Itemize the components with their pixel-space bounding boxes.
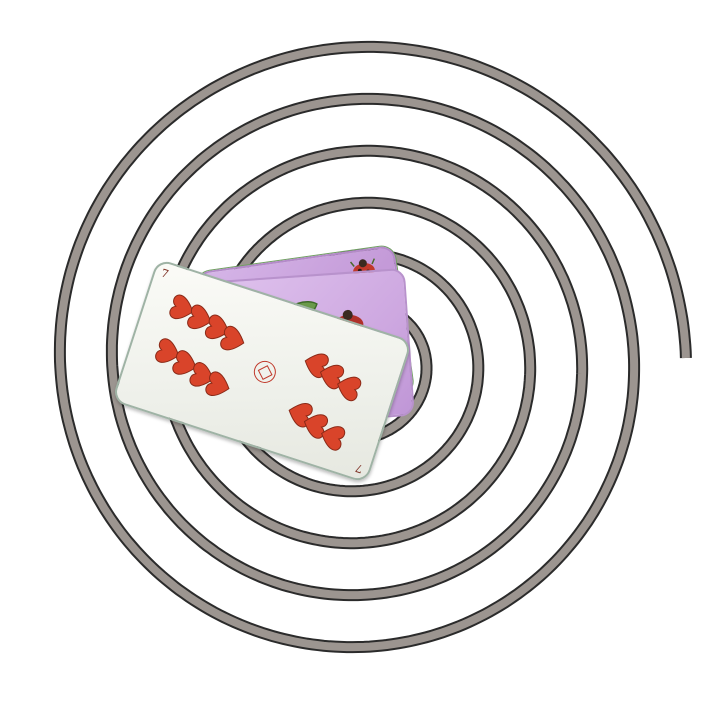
heart-pip-icon xyxy=(316,359,347,391)
heart-pip-icon xyxy=(167,292,198,324)
card-rank-top: 7 xyxy=(159,266,171,281)
heart-pip-icon xyxy=(203,312,234,344)
heart-pip-icon xyxy=(185,302,216,334)
playing-card-seven-of-hearts[interactable]: 7 7 xyxy=(111,258,413,484)
card-rank-bottom: 7 xyxy=(353,461,365,476)
heart-pip-icon xyxy=(218,324,249,356)
heart-pip-icon xyxy=(299,409,330,441)
heart-pip-icon xyxy=(187,360,218,392)
heart-pip-icon xyxy=(153,336,184,368)
heart-pip-icon xyxy=(170,348,201,380)
heart-pip-icon xyxy=(333,371,364,403)
card-seal-icon xyxy=(250,358,279,386)
heart-pip-icon xyxy=(203,369,234,401)
heart-pip-icon xyxy=(317,421,348,453)
heart-pips xyxy=(155,261,410,451)
